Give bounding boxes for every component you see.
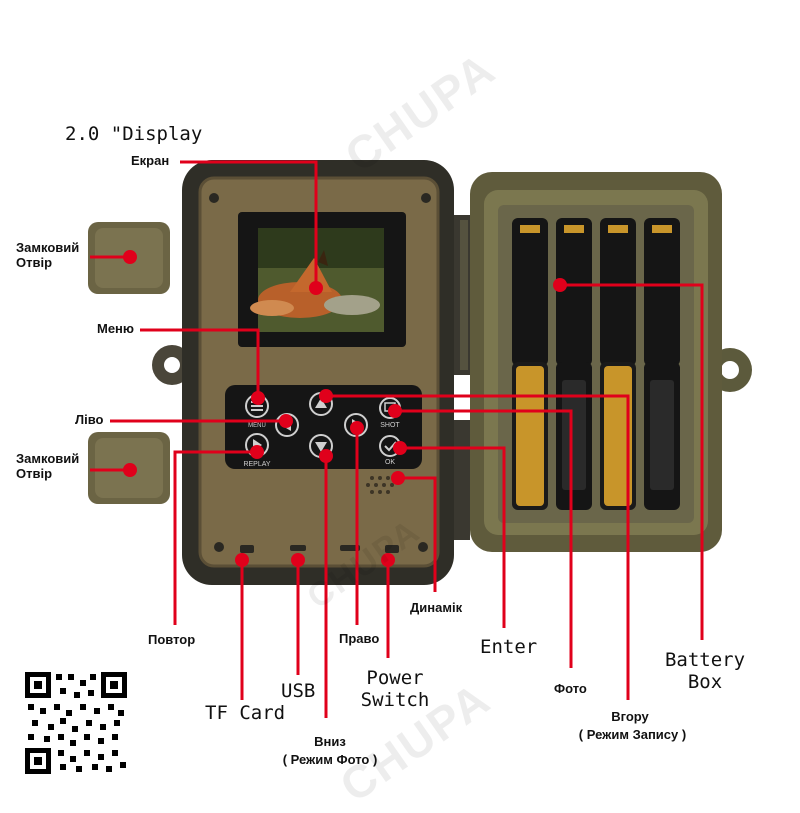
display-screen <box>238 212 406 347</box>
label-enter: Enter <box>480 636 538 658</box>
callout-dots <box>123 250 567 567</box>
aa-batteries <box>512 218 680 510</box>
label-power-line1: Power <box>366 667 424 689</box>
label-right: Право <box>339 631 380 646</box>
label-power-line2: Switch <box>360 688 430 711</box>
label-up-mode: ( Режим Запису ) <box>578 727 687 742</box>
label-left: Ліво <box>75 412 104 427</box>
shot-key-label: SHOT <box>380 422 400 429</box>
label-tf-card: TF Card <box>205 702 286 724</box>
label-repeat: Повтор <box>148 632 196 647</box>
ok-key-label: OK <box>385 459 395 466</box>
label-lock-hole-top: Замковий Отвір <box>16 240 80 271</box>
callout-lines <box>90 160 704 718</box>
label-battery-box: Battery Box <box>655 649 755 694</box>
label-lock-hole-bottom-line2: Отвір <box>16 465 53 481</box>
label-down: Вниз <box>314 734 346 749</box>
label-battery-line2: Box <box>687 670 723 693</box>
label-lock-hole-top-line2: Отвір <box>16 254 53 270</box>
label-battery-line1: Battery <box>664 649 746 671</box>
label-menu: Меню <box>97 321 135 336</box>
label-usb: USB <box>281 680 316 702</box>
battery-compartment <box>470 172 722 552</box>
label-speaker: Динамік <box>410 600 463 615</box>
speaker-grille-icon <box>366 476 394 494</box>
label-display: 2.0 "Display <box>65 123 203 145</box>
qr-code-icon <box>25 672 127 774</box>
hinge <box>454 215 470 540</box>
label-lock-hole-top-line1: Замковий <box>16 240 80 255</box>
bottom-ports <box>240 545 399 553</box>
label-screen: Екран <box>131 153 170 168</box>
label-photo: Фото <box>554 681 587 696</box>
label-power-switch: Power Switch <box>355 667 435 712</box>
label-lock-hole-bottom-line1: Замковий <box>16 451 80 466</box>
label-lock-hole-bottom: Замковий Отвір <box>16 451 80 482</box>
menu-key-label: MENU <box>248 423 266 429</box>
label-down-mode: ( Режим Фото ) <box>282 752 378 767</box>
replay-key-label: REPLAY <box>243 461 270 468</box>
label-up: Вгору <box>611 709 649 724</box>
